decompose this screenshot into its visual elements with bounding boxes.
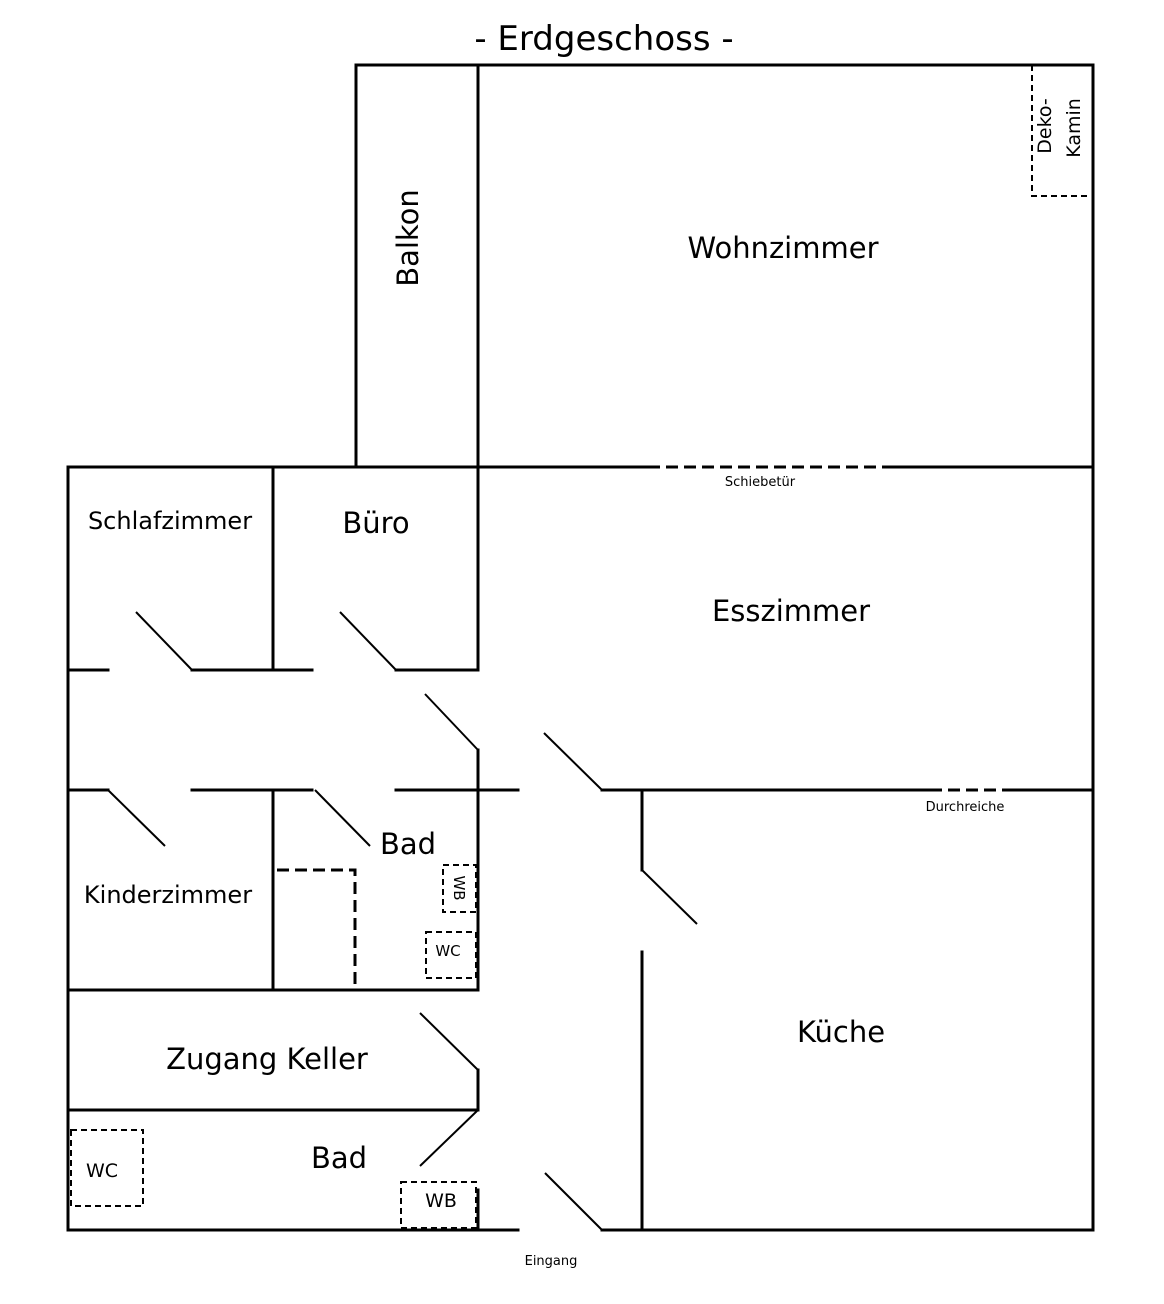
room-esszimmer: Esszimmer	[712, 594, 870, 628]
room-wohnzimmer: Wohnzimmer	[687, 231, 878, 265]
fixture-deko-line2: Kamin	[1063, 98, 1085, 158]
doors	[107, 611, 698, 1231]
fixture-wb-lower: WB	[425, 1190, 457, 1212]
dashed-features	[70, 65, 1091, 1229]
door-kinderzimmer	[107, 789, 166, 847]
note-eingang: Eingang	[525, 1254, 578, 1269]
room-zugang-keller: Zugang Keller	[166, 1042, 368, 1076]
door-buero	[339, 611, 397, 671]
door-bad-lower	[419, 1109, 479, 1167]
note-durchreiche: Durchreiche	[926, 800, 1005, 815]
notes: Schiebetür Durchreiche Eingang	[525, 475, 1005, 1269]
fixture-deko-line1: Deko-	[1034, 98, 1056, 153]
room-kueche: Küche	[797, 1015, 885, 1049]
shower-outline	[277, 868, 357, 990]
fireplace-outline	[1031, 65, 1091, 197]
fixture-wc-upper: WC	[435, 942, 460, 960]
fixture-wc-lower: WC	[86, 1160, 118, 1182]
door-esszimmer-2	[543, 732, 603, 791]
wc-upper-outline	[425, 931, 477, 979]
wc-lower-outline	[70, 1129, 144, 1207]
door-esszimmer	[424, 693, 479, 751]
note-schiebetuer: Schiebetür	[725, 475, 796, 490]
plan-title: - Erdgeschoss -	[474, 19, 733, 59]
room-bad-upper: Bad	[380, 827, 436, 861]
door-eingang	[544, 1172, 603, 1231]
door-kueche	[641, 869, 698, 925]
door-zugang-keller	[419, 1012, 479, 1071]
room-balkon: Balkon	[391, 189, 425, 287]
room-bad-lower: Bad	[311, 1141, 367, 1175]
door-schlafzimmer	[135, 611, 193, 671]
door-bad-upper	[314, 789, 371, 847]
walls	[66, 63, 1095, 1232]
room-schlafzimmer: Schlafzimmer	[88, 507, 252, 535]
fixture-wb-upper: WB	[450, 875, 468, 900]
room-buero: Büro	[342, 506, 409, 540]
room-kinderzimmer: Kinderzimmer	[84, 881, 252, 909]
room-labels: Balkon Wohnzimmer Schlafzimmer Büro Essz…	[84, 189, 885, 1175]
fixture-labels: Deko- Kamin WB WC WC WB	[86, 98, 1085, 1212]
